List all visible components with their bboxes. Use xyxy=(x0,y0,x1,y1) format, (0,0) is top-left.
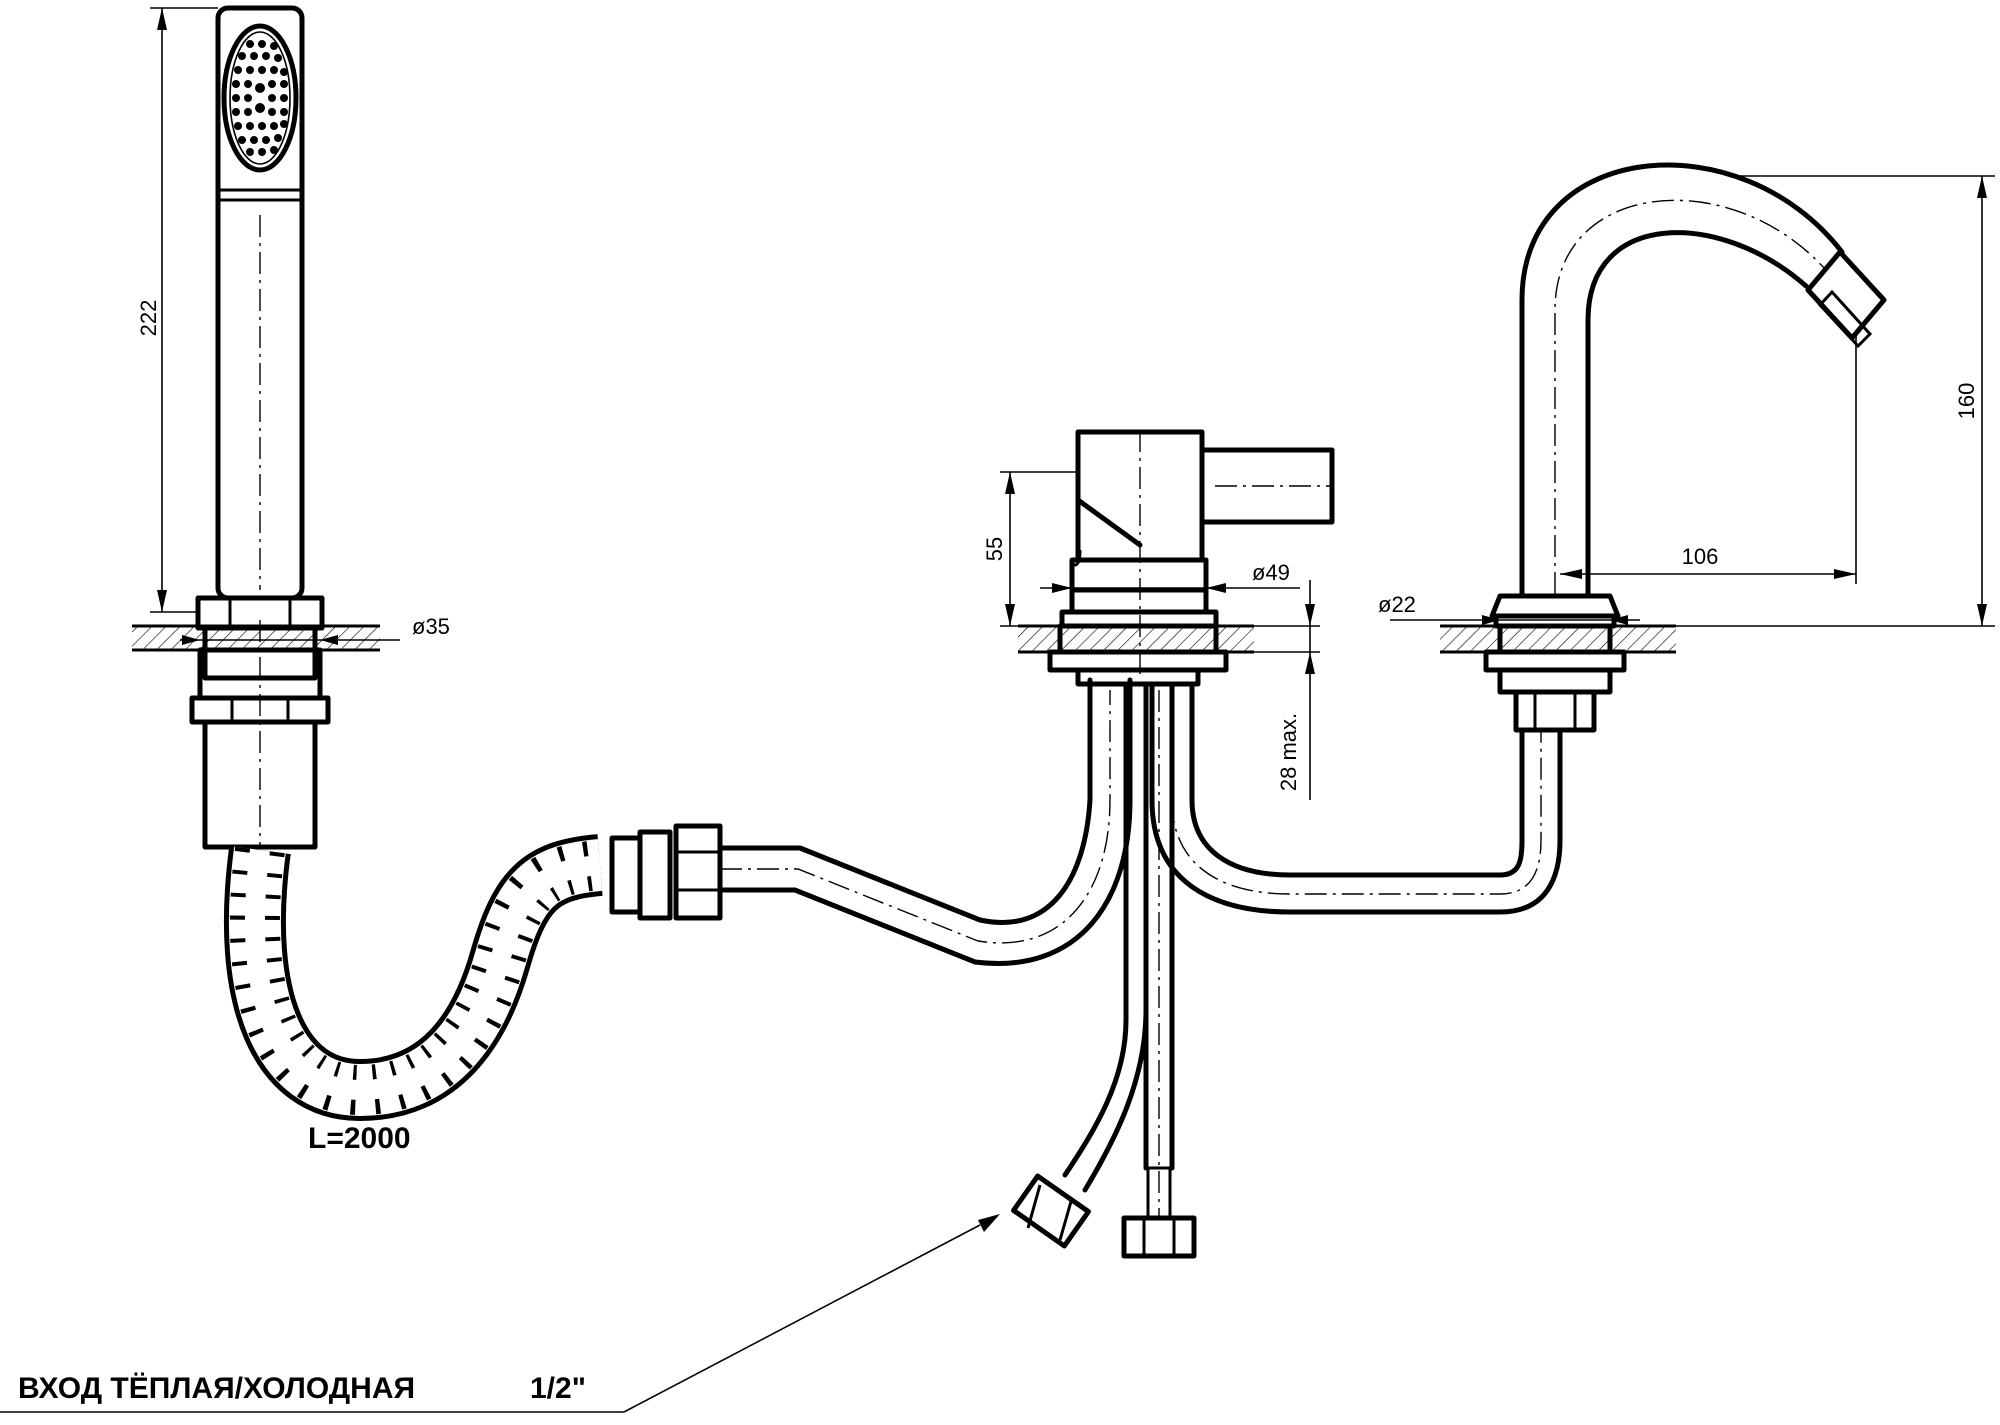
dimension-text-d49: ø49 xyxy=(1252,560,1290,585)
dimension-spout-height: 160 xyxy=(1676,175,1995,627)
spray-nozzles-icon xyxy=(232,40,288,156)
dimension-mixer-diameter: ø49 xyxy=(1040,560,1300,593)
hand-shower xyxy=(132,5,380,850)
dimension-text-160: 160 xyxy=(1954,383,1979,420)
inlet-label: ВХОД ТЁПЛАЯ/ХОЛОДНАЯ xyxy=(18,1372,415,1405)
connecting-pipe-right xyxy=(1149,681,1563,915)
spout xyxy=(1440,162,1887,733)
dimension-text-222: 222 xyxy=(136,300,161,337)
inlet-callout: ВХОД ТЁПЛАЯ/ХОЛОДНАЯ 1/2" xyxy=(0,1214,1000,1413)
dimension-text-28max: 28 max. xyxy=(1276,713,1301,791)
dimension-text-d22: ø22 xyxy=(1378,592,1416,617)
dimension-spout-reach: 106 xyxy=(1560,330,1857,584)
dimension-shower-height: 222 xyxy=(136,7,218,613)
dimension-text-106: 106 xyxy=(1682,544,1719,569)
dimension-spout-diameter: ø22 xyxy=(1378,592,1640,625)
thread-size-label: 1/2" xyxy=(530,1372,586,1405)
dimension-mixer-height: 55 xyxy=(982,471,1078,627)
hose-length-label: L=2000 xyxy=(308,1122,411,1155)
dimension-text-d35: ø35 xyxy=(412,614,450,639)
connecting-pipe-left xyxy=(717,677,1133,966)
flexible-hose: L=2000 xyxy=(223,823,723,1155)
supply-hoses xyxy=(1011,681,1197,1259)
dimension-shower-diameter: ø35 xyxy=(180,614,450,645)
mixer-body xyxy=(1018,429,1335,687)
dimension-text-55: 55 xyxy=(982,537,1007,561)
dimension-max-thickness: 28 max. xyxy=(1226,580,1320,800)
